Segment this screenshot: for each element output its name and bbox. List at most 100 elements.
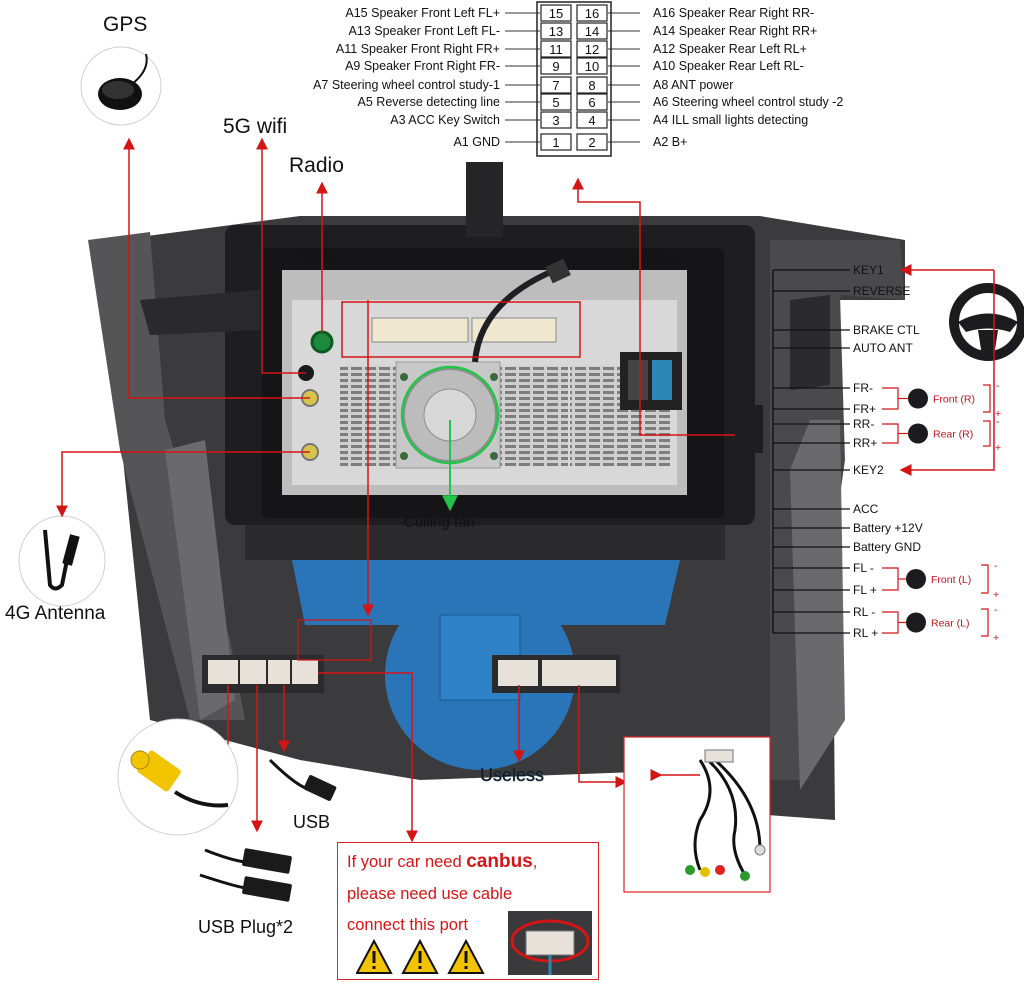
head-unit [262,248,724,518]
rca-cable-icon [117,718,239,836]
pin-label-right: A2 B+ [653,135,687,149]
gps-module-icon [80,46,162,126]
pin-cell-right [576,40,608,58]
antenna-label: 4G Antenna [5,603,106,624]
harness-plug [735,405,763,453]
pin-label-right: A14 Speaker Rear Right RR+ [653,24,817,38]
pin-label-left: A3 ACC Key Switch [390,113,500,127]
wire-label: FR+ [853,402,876,416]
pin-number-left: 11 [549,42,563,57]
speaker-icon [906,612,926,633]
antenna-icon [18,515,106,607]
key2-arrow [899,270,995,476]
connector-outline [536,1,612,157]
speaker-icon [908,388,928,409]
wire-label: REVERSE [853,284,910,298]
steering-wheel-icon [949,283,1024,361]
pin-label-left: A13 Speaker Front Left FL- [349,24,500,38]
pin-number-right: 8 [588,78,595,93]
speaker-label: Front (L) [931,574,971,586]
pin-cell-right [576,93,608,111]
wire-label: FL - [853,561,874,575]
canbus-port-photo [508,911,592,975]
warning-line-1: If your car need canbus, [347,851,538,872]
polarity-plus: + [995,442,1001,454]
speaker-link [882,387,899,410]
pin-cell-left [540,93,572,111]
wire-label: FL + [853,583,877,597]
speaker-label: Rear (R) [933,429,973,441]
usb-cable-icon [268,758,337,801]
pin-cell-right [576,57,608,75]
polarity-plus: + [993,589,999,601]
speaker-link [882,611,899,634]
pinout-arrow [572,177,735,436]
speaker-bracket [983,384,991,413]
pin-label-left: A7 Steering wheel control study-1 [313,78,500,92]
polarity-minus: - [996,416,1000,428]
pin-label-right: A12 Speaker Rear Left RL+ [653,42,807,56]
warning-line-2: please need use cable [347,885,513,903]
usb-plug-icon [199,848,292,902]
pin-cell-left [540,133,572,151]
pin-label-right: A10 Speaker Rear Left RL- [653,59,804,73]
pin-cell-left [540,22,572,40]
warning-icons [356,939,485,974]
pin-cell-right [576,76,608,94]
wire-label: RR+ [853,436,877,450]
pin-number-right: 4 [588,113,595,128]
pin-cell-right [576,22,608,40]
warning-line-3: connect this port [347,916,469,934]
canbus-cable-box [623,736,771,893]
wire-label: Battery GND [853,540,921,554]
pin-label-left: A1 GND [453,135,500,149]
canbus-warning-box: If your car need canbus, please need use… [337,842,599,980]
pin-cell-left [540,111,572,129]
polarity-plus: + [993,632,999,644]
speaker-link [882,423,899,444]
pin-number-right: 14 [585,24,599,39]
usb-block-highlight [297,619,372,661]
pin-number-right: 10 [585,59,599,74]
wire-label: RL - [853,605,875,619]
pin-label-right: A4 ILL small lights detecting [653,113,808,127]
pin-number-left: 1 [552,135,559,150]
gps-arrow [123,137,310,399]
pin-number-right: 2 [588,135,595,150]
pin-number-left: 15 [549,6,563,21]
speaker-label: Rear (L) [931,618,970,630]
radio-port [310,330,334,354]
wire-label: Battery +12V [853,521,923,535]
speaker-bracket [981,608,989,637]
unit-label-right: PCBA85 [633,253,675,265]
useless-label: Useless [480,765,544,785]
canbus-cable-arrow [578,685,628,788]
wifi-label: 5G wifi [223,115,287,138]
speaker-link [882,567,899,591]
warning-icon [401,939,439,974]
pin-label-left: A11 Speaker Front Right FR+ [336,42,500,56]
pin-label-left: A15 Speaker Front Left FL+ [345,6,500,20]
pin-cell-left [540,57,572,75]
speaker-label: Front (R) [933,394,975,406]
polarity-minus: - [994,560,998,572]
pin-label-right: A8 ANT power [653,78,733,92]
pin-label-right: A16 Speaker Rear Right RR- [653,6,814,20]
pin-cell-left [540,4,572,22]
wire-label: AUTO ANT [853,341,913,355]
wire-label: FR- [853,381,873,395]
wire-label: RR- [853,417,874,431]
warning-icon [447,939,485,974]
pin-number-right: 12 [585,42,599,57]
radio-label: Radio [289,154,344,177]
wire-label: KEY1 [853,263,884,277]
speaker-icon [908,423,928,444]
wire-label: KEY2 [853,463,884,477]
usb-label: USB [293,812,330,832]
polarity-minus: - [996,380,1000,392]
wire-label: ACC [853,502,879,516]
pin-label-left: A9 Speaker Front Right FR- [345,59,500,73]
speaker-bracket [983,420,991,447]
pin-cell-right [576,4,608,22]
